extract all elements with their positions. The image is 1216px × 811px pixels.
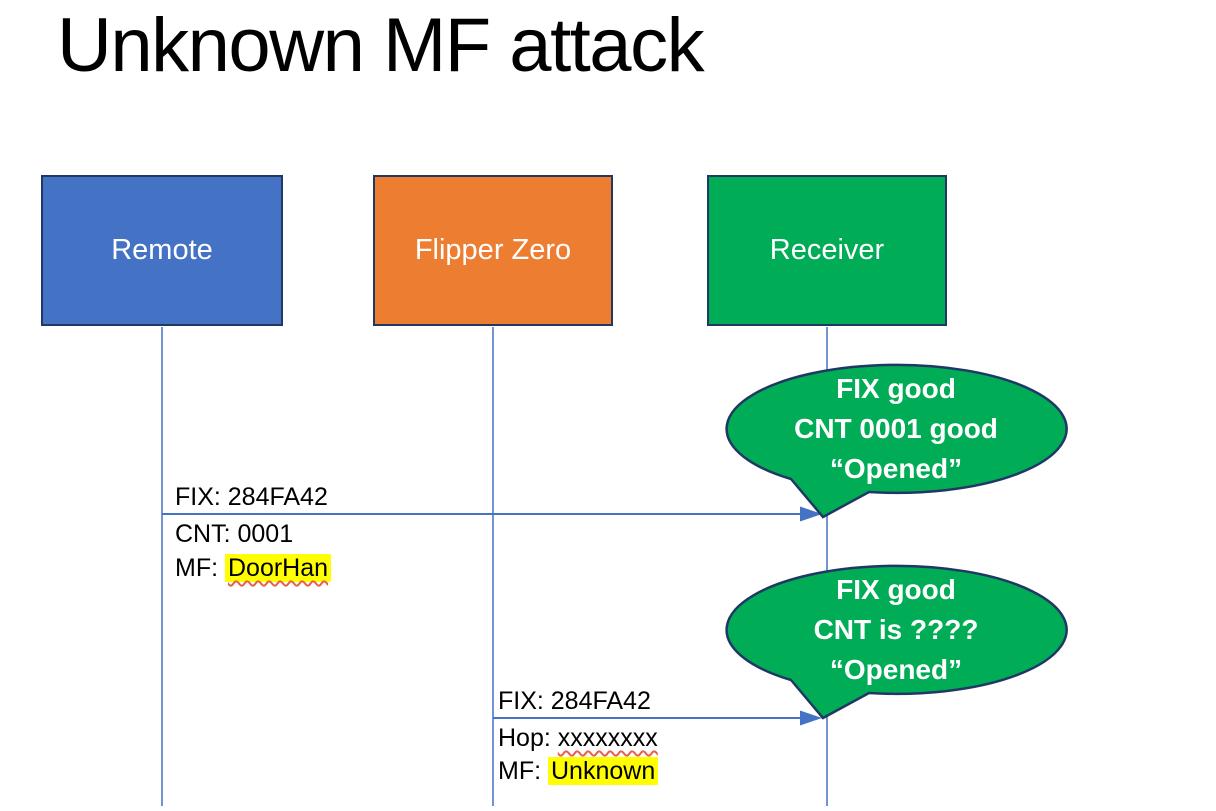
arrowhead-icon (800, 506, 822, 522)
message1-mf-value-highlighted: DoorHan (225, 554, 332, 582)
actor-label-receiver: Receiver (769, 234, 885, 266)
actor-label-flipper-zero: Flipper Zero (414, 234, 572, 266)
speech-bubble-shape-1 (725, 363, 1068, 519)
actor-label-remote: Remote (111, 234, 213, 266)
message1-fix-label: FIX: 284FA42 (175, 483, 328, 511)
speech-bubble-2-text: FIX good CNT is ???? “Opened” (726, 568, 1066, 692)
message1-cnt-label: CNT: 0001 (175, 520, 294, 548)
message2-mf-value-highlighted: Unknown (548, 757, 659, 785)
page-title: Unknown MF attack (57, 3, 705, 88)
speech-bubble-shape-2 (725, 564, 1068, 720)
message-arrow-flipper-to-receiver (493, 710, 822, 726)
bubble-line: “Opened” (829, 654, 963, 685)
message1-mf-prefix: MF: (175, 554, 225, 582)
bubble-line: FIX good (836, 574, 956, 605)
message2-hop-value: xxxxxxxx (557, 724, 658, 752)
actor-box-receiver: Receiver (707, 175, 947, 326)
bubble-line: “Opened” (829, 453, 963, 484)
message2-hop-label: Hop: xxxxxxxx (498, 723, 658, 754)
message2-mf-label: MF: Unknown (498, 756, 659, 787)
message-arrow-remote-to-receiver (162, 506, 822, 522)
message2-fix-label: FIX: 284FA42 (498, 687, 651, 715)
bubble-line: CNT is ???? (813, 614, 979, 645)
message2-mf-prefix: MF: (498, 757, 548, 785)
speech-bubble-1-text: FIX good CNT 0001 good “Opened” (726, 367, 1066, 491)
message2-hop-prefix: Hop: (498, 724, 558, 752)
bubble-line: CNT 0001 good (794, 413, 998, 444)
actor-box-flipper-zero: Flipper Zero (373, 175, 613, 326)
arrowhead-icon (800, 710, 822, 726)
actor-box-remote: Remote (41, 175, 283, 326)
message1-mf-label: MF: DoorHan (175, 553, 332, 584)
bubble-line: FIX good (836, 373, 956, 404)
